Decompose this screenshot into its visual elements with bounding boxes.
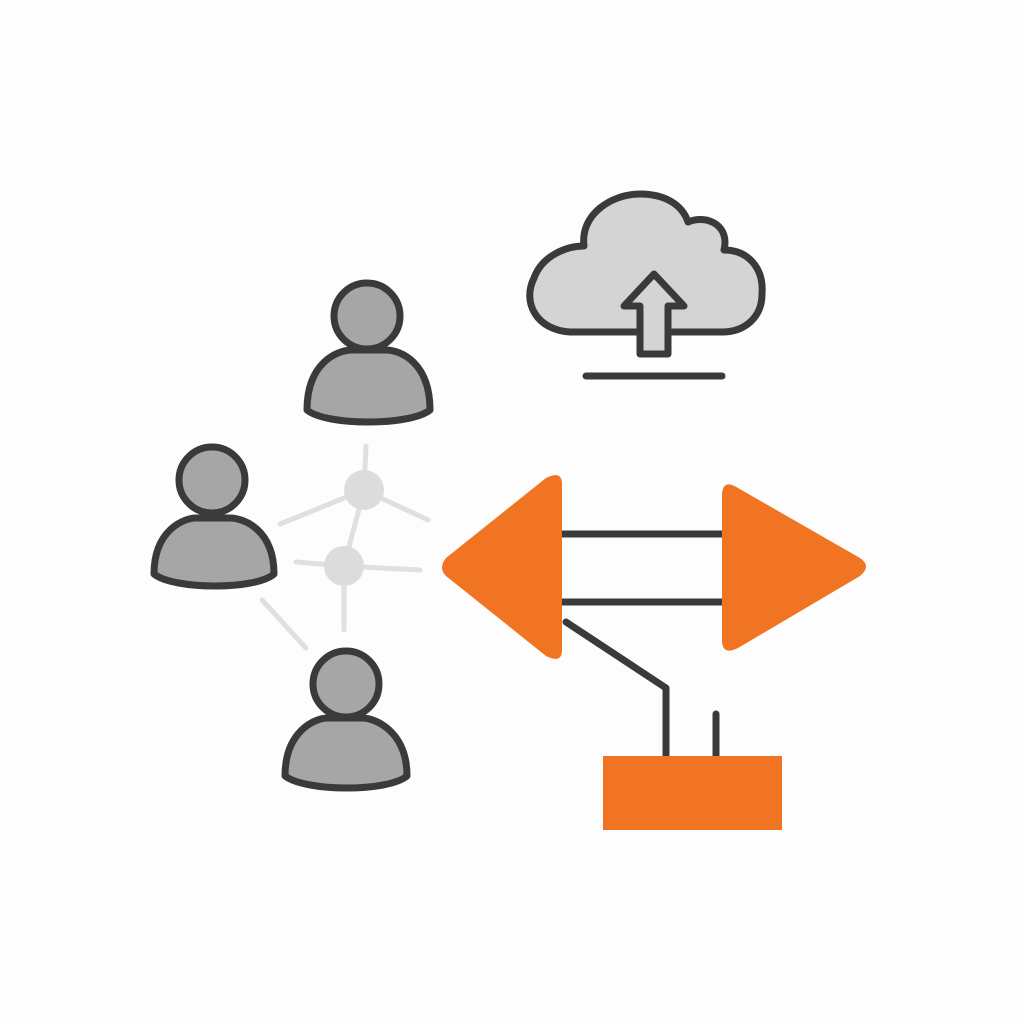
person-icon (281, 647, 411, 792)
cloud-upload-icon (526, 190, 766, 380)
arrow-right-icon (722, 484, 866, 651)
person-icon (303, 279, 434, 426)
network-graph-icon (259, 443, 431, 651)
arrow-connectors (558, 530, 728, 760)
network-node (324, 546, 364, 586)
upload-arrow-icon (620, 270, 688, 358)
network-node (344, 470, 384, 510)
arrow-left-icon (442, 475, 562, 659)
person-icon (150, 443, 278, 590)
cloud-shape (526, 190, 766, 336)
base-block-icon (603, 756, 782, 830)
